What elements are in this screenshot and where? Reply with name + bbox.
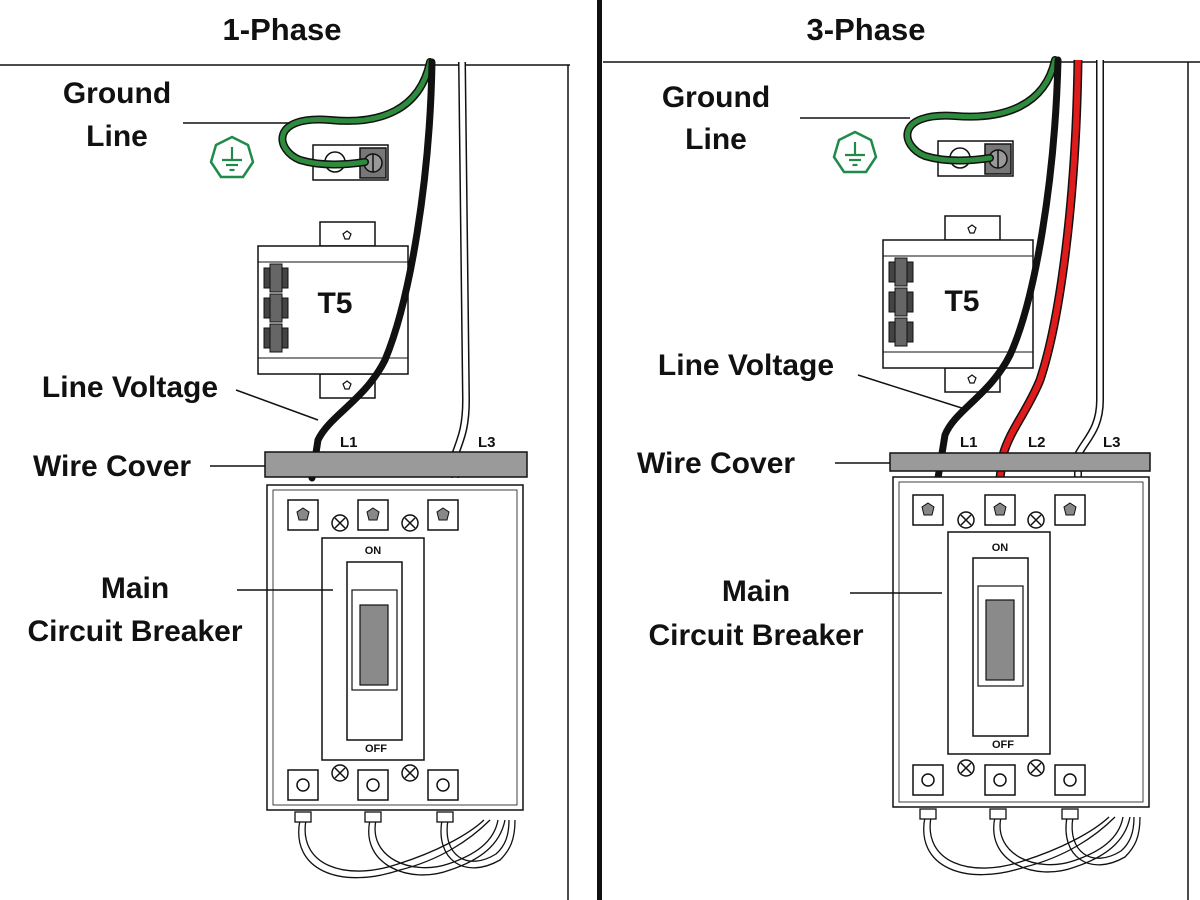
breaker-on-label: ON (365, 545, 382, 557)
breaker-off-label: OFF (992, 739, 1014, 751)
line-voltage-leader (235, 389, 319, 421)
ground-line-label-2: Line (685, 123, 747, 156)
wire-l1 (308, 58, 436, 482)
breaker-handle (359, 604, 389, 686)
breaker-label-1: Main (722, 575, 790, 608)
panel-3-phase: 3-Phase (603, 12, 1200, 900)
load-wires (919, 808, 1141, 876)
line-voltage-label: Line Voltage (658, 349, 834, 382)
panel-1-phase: 1-Phase (0, 12, 570, 900)
transformer-t5: T5 (257, 221, 409, 399)
breaker-off-label: OFF (365, 743, 387, 755)
breaker-on-label: ON (992, 542, 1009, 554)
ground-icon (832, 130, 878, 174)
wire-cover (264, 451, 528, 478)
transformer-label: T5 (317, 287, 352, 320)
ground-line-label-2: Line (86, 120, 148, 153)
wire-l2 (997, 59, 1081, 479)
breaker-label-1: Main (101, 572, 169, 605)
terminal-l1-label: L1 (960, 434, 978, 451)
transformer-label: T5 (944, 285, 979, 318)
line-voltage-leader (857, 374, 969, 411)
wire-cover-label: Wire Cover (637, 447, 795, 480)
panel-title: 1-Phase (223, 12, 342, 47)
main-circuit-breaker: ON OFF (266, 484, 524, 811)
panel-divider (597, 0, 602, 900)
ground-wire (904, 57, 1058, 163)
panel-title: 3-Phase (807, 12, 926, 47)
main-circuit-breaker: ON OFF (892, 476, 1150, 808)
terminal-l1-label: L1 (340, 434, 358, 451)
line-voltage-label: Line Voltage (42, 371, 218, 404)
load-wires (294, 811, 516, 879)
wire-cover (889, 452, 1151, 472)
breaker-label-2: Circuit Breaker (648, 619, 863, 652)
wire-cover-label: Wire Cover (33, 450, 191, 483)
breaker-handle (985, 599, 1015, 681)
terminal-l3-label: L3 (1103, 434, 1121, 451)
ground-wire (279, 59, 433, 167)
terminal-l2-label: L2 (1028, 434, 1046, 451)
transformer-t5: T5 (882, 215, 1034, 393)
ground-line-label-1: Ground (662, 81, 770, 114)
transformer-terminals (888, 257, 914, 347)
wire-l1 (934, 56, 1062, 482)
terminal-l3-label: L3 (478, 434, 496, 451)
ground-line-label-1: Ground (63, 77, 171, 110)
ground-icon (209, 135, 255, 179)
transformer-terminals (263, 263, 289, 353)
breaker-label-2: Circuit Breaker (27, 615, 242, 648)
